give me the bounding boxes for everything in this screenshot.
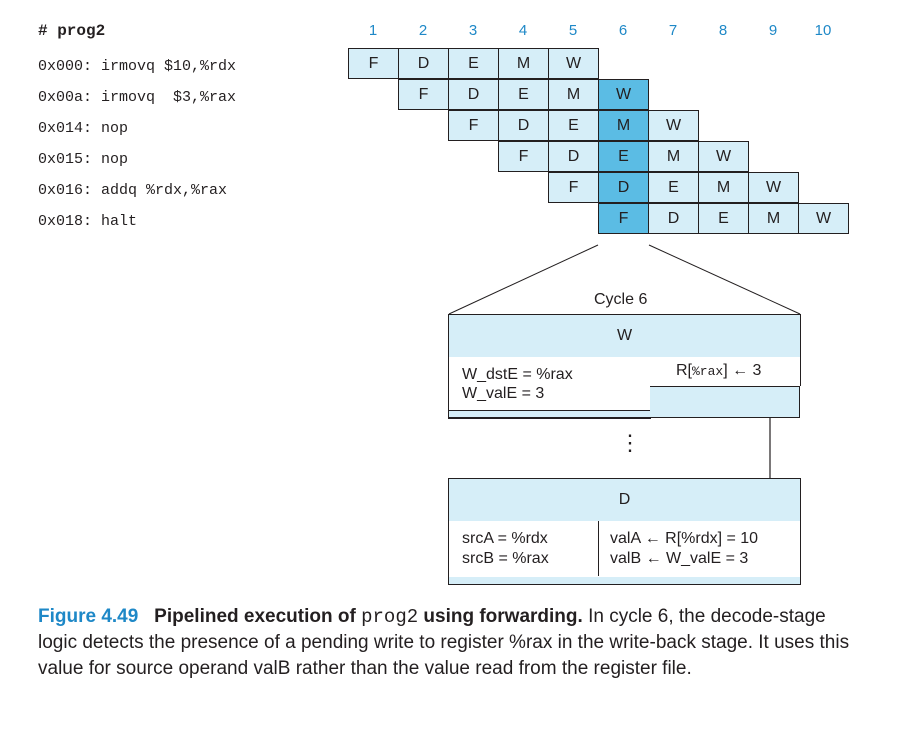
pipeline-stage-cell: D [448, 79, 499, 110]
pipeline-stage-cell: F [398, 79, 449, 110]
cycle-number: 9 [768, 22, 778, 39]
d-stage-divider [598, 521, 599, 576]
cycle-number: 1 [368, 22, 378, 39]
val-a: valA ← R[%rdx] = 10 [610, 530, 759, 547]
pipeline-stage-cell: E [648, 172, 699, 203]
pipeline-stage-cell: W [548, 48, 599, 79]
cycle-number: 7 [668, 22, 678, 39]
code-line: 0x015: nop [38, 151, 129, 168]
pipeline-stage-cell: W [748, 172, 799, 203]
src-a: srcA = %rdx [462, 530, 548, 547]
w-val-e: W_valE = 3 [462, 385, 545, 402]
code-line: 0x016: addq %rdx,%rax [38, 182, 228, 199]
code-line: 0x000: irmovq $10,%rdx [38, 58, 237, 75]
w-dst-e: W_dstE = %rax [462, 366, 573, 383]
pipeline-stage-cell: D [548, 141, 599, 172]
d-stage-bottom-band [448, 577, 801, 585]
pipeline-stage-cell: M [548, 79, 599, 110]
pipeline-stage-cell: M [498, 48, 549, 79]
d-stage-label: D [618, 491, 631, 508]
cycle-number: 4 [518, 22, 528, 39]
pipeline-stage-cell: F [598, 203, 649, 234]
caption-label: Figure 4.49 [38, 606, 139, 627]
w-stage-bottom-left [448, 411, 651, 419]
src-b: srcB = %rax [462, 550, 549, 567]
val-b: valB ← W_valE = 3 [610, 550, 749, 567]
cycle-number: 6 [618, 22, 628, 39]
caption-title-b: using forwarding. [423, 606, 583, 627]
pipeline-stage-cell: W [648, 110, 699, 141]
register-write-suffix: ] ← 3 [723, 362, 762, 379]
pipeline-stage-cell: W [598, 79, 649, 110]
w-stage-label: W [616, 327, 633, 344]
d-stage-body [448, 521, 801, 578]
pipeline-stage-cell: E [598, 141, 649, 172]
caption-title-a: Pipelined execution of [154, 606, 356, 627]
pipeline-stage-cell: E [448, 48, 499, 79]
register-write-reg: %rax [692, 364, 724, 379]
cycle-number: 5 [568, 22, 578, 39]
d-stage-header: D [448, 478, 801, 522]
cycle-number: 8 [718, 22, 728, 39]
w-stage-bottom-border [448, 417, 800, 418]
detail-title: Cycle 6 [594, 291, 648, 308]
zoom-line-right [648, 244, 801, 315]
pipeline-stage-cell: D [498, 110, 549, 141]
pipeline-stage-cell: M [748, 203, 799, 234]
pipeline-stage-cell: M [698, 172, 749, 203]
pipeline-stage-cell: D [398, 48, 449, 79]
cycle-number: 2 [418, 22, 428, 39]
cycle-number: 10 [814, 22, 832, 39]
pipeline-stage-cell: D [648, 203, 699, 234]
ellipsis: ⋮ [619, 430, 641, 455]
register-write-prefix: R[ [676, 362, 692, 379]
w-stage-left-panel [448, 357, 651, 411]
code-line: 0x014: nop [38, 120, 129, 137]
figure-caption: Figure 4.49 Pipelined execution of prog2… [38, 604, 868, 682]
caption-title-code: prog2 [361, 606, 419, 628]
pipeline-stage-cell: W [698, 141, 749, 172]
w-stage-right-panel [650, 357, 801, 386]
caption-body: In cycle 6, the decode-stage logic detec… [38, 606, 850, 679]
code-line: 0x018: halt [38, 213, 138, 230]
zoom-line-left [448, 244, 599, 315]
program-title: # prog2 [38, 22, 106, 40]
pipeline-stage-cell: M [598, 110, 649, 141]
w-stage-header: W [448, 314, 801, 358]
register-write: R[%rax] ← 3 [676, 362, 761, 380]
code-line: 0x00a: irmovq $3,%rax [38, 89, 237, 106]
pipeline-stage-cell: W [798, 203, 849, 234]
cycle-number: 3 [468, 22, 478, 39]
w-stage-bottom-band [650, 386, 800, 418]
pipeline-stage-cell: F [448, 110, 499, 141]
pipeline-stage-cell: F [498, 141, 549, 172]
pipeline-stage-cell: F [548, 172, 599, 203]
